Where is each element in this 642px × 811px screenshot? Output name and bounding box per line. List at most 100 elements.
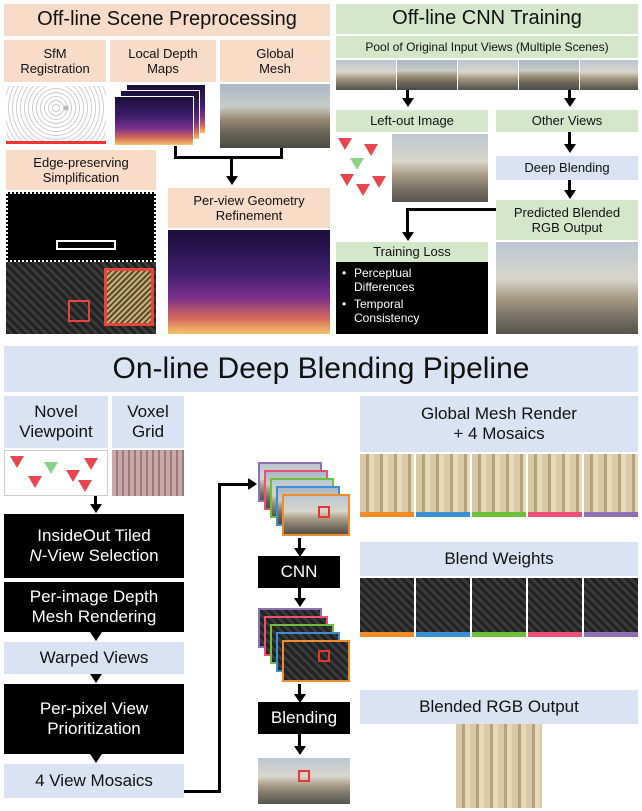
- insideout-line1: InsideOut Tiled: [37, 525, 151, 545]
- blended-output-image: [456, 724, 542, 808]
- camera-icon: [66, 470, 80, 482]
- mosaic-stripe-orange: [360, 512, 414, 517]
- left-out-camera-icon: [350, 158, 364, 170]
- arrowhead-mosaics: [90, 754, 102, 763]
- camera-icon: [338, 138, 352, 150]
- arrowhead-blending: [294, 694, 306, 703]
- arrow-to-insideout: [94, 496, 97, 506]
- arrowhead-output: [294, 746, 306, 755]
- blended-output-label: Blended RGB Output: [360, 690, 638, 724]
- arrow-to-weights: [298, 588, 301, 600]
- other-views-label: Other Views: [496, 110, 638, 132]
- mosaic-stripe-purple: [584, 512, 638, 517]
- mosaic-tile-5: [584, 454, 638, 512]
- arrow-to-deep-blending: [568, 132, 571, 146]
- edge-map-bar: [56, 240, 116, 250]
- arrow-loss-vertical: [406, 208, 409, 234]
- arrow-depth-down: [174, 146, 177, 158]
- predicted-output-image: [496, 242, 638, 334]
- loss-term: •Perceptual Differences: [342, 266, 415, 295]
- mosaic-stripe-blue: [416, 512, 470, 517]
- local-depth-maps-label: Local Depth Maps: [110, 40, 216, 82]
- view-mosaics-label: 4 View Mosaics: [4, 764, 184, 798]
- weight-stripe-purple: [584, 632, 638, 637]
- blending-block: Blending: [258, 702, 350, 734]
- arrow-to-blending: [298, 684, 301, 696]
- left-out-image-label: Left-out Image: [336, 110, 488, 132]
- insideout-line2: N-View Selection: [29, 546, 158, 566]
- cnn-block: CNN: [258, 556, 340, 588]
- sfm-registration-label: SfM Registration: [4, 40, 106, 82]
- voxel-grid-label: Voxel Grid: [112, 396, 184, 448]
- weight-tile-3: [472, 578, 526, 632]
- arrowhead-other-views: [564, 98, 576, 107]
- arrowhead-warped: [90, 632, 102, 641]
- deep-blending-label: Deep Blending: [496, 156, 638, 180]
- arrowhead-deep-blending: [564, 144, 576, 153]
- weight-tile-5: [584, 578, 638, 632]
- arrow-to-output: [298, 734, 301, 748]
- arrowhead-refinement: [226, 176, 238, 185]
- pool-of-views-label: Pool of Original Input Views (Multiple S…: [336, 36, 638, 58]
- camera-icon: [356, 184, 370, 196]
- arrow-connector-vertical: [218, 483, 221, 793]
- arrow-left-out: [406, 90, 409, 100]
- edge-simplification-label: Edge-preserving Simplification: [6, 150, 156, 190]
- arrow-loss-line: [406, 208, 496, 211]
- camera-icon: [364, 144, 378, 156]
- blend-weights-label: Blend Weights: [360, 542, 638, 576]
- mosaic-stack-5: [282, 494, 350, 536]
- input-view-2: [397, 60, 457, 90]
- camera-icon: [340, 174, 354, 186]
- weight-stripe-green: [472, 632, 526, 637]
- sfm-point-cloud-image: [6, 86, 106, 144]
- arrowhead-to-stack: [248, 478, 257, 490]
- camera-icon: [84, 458, 98, 470]
- roi-box: [318, 506, 330, 518]
- depth-render-block: Per-image Depth Mesh Rendering: [4, 582, 184, 632]
- prioritization-block: Per-pixel View Prioritization: [4, 684, 184, 754]
- training-loss-label: Training Loss: [336, 242, 488, 262]
- input-view-3: [458, 60, 518, 90]
- weight-stripe-pink: [528, 632, 582, 637]
- global-render-label: Global Mesh Render + 4 Mosaics: [360, 396, 638, 452]
- training-title: Off-line CNN Training: [336, 4, 638, 34]
- novel-camera-icon: [44, 462, 58, 474]
- arrowhead-loss: [402, 232, 414, 241]
- arrow-refinement-down: [230, 156, 233, 178]
- arrowhead-insideout: [90, 504, 102, 513]
- roi-box: [298, 770, 310, 782]
- view-selection-text: -View Selection: [41, 546, 159, 565]
- mosaic-stripe-pink: [528, 512, 582, 517]
- arrowhead-left-out: [402, 98, 414, 107]
- input-view-4: [519, 60, 579, 90]
- arrow-connector-top: [218, 483, 250, 486]
- mosaic-stripe-green: [472, 512, 526, 517]
- input-view-1: [336, 60, 396, 90]
- arrow-to-predicted: [568, 180, 571, 192]
- per-view-refinement-label: Per-view Geometry Refinement: [168, 188, 330, 228]
- weight-stripe-orange: [360, 632, 414, 637]
- zoom-inset-box: [104, 268, 154, 326]
- arrow-mesh-down: [280, 148, 283, 158]
- global-mesh-image: [220, 84, 330, 148]
- weight-stripe-blue: [416, 632, 470, 637]
- loss-terms-panel: •Perceptual Differences •Temporal Consis…: [336, 262, 488, 334]
- n-italic: N: [29, 546, 42, 565]
- voxel-grid-image: [112, 450, 184, 496]
- local-depth-map-front: [114, 96, 194, 146]
- camera-icon: [10, 456, 24, 468]
- loss-term: •Temporal Consistency: [342, 296, 420, 326]
- arrowhead-weights: [294, 598, 306, 607]
- weight-tile-4: [528, 578, 582, 632]
- mosaic-tile-2: [416, 454, 470, 512]
- left-out-image: [392, 134, 488, 202]
- global-mesh-label: Global Mesh: [220, 40, 330, 82]
- input-view-5: [580, 60, 638, 90]
- novel-viewpoint-label: Novel Viewpoint: [4, 396, 108, 448]
- mosaic-tile-3: [472, 454, 526, 512]
- camera-icon: [28, 476, 42, 488]
- camera-icon: [372, 176, 386, 188]
- arrow-merge-line: [174, 156, 283, 159]
- arrow-to-cnn: [298, 538, 301, 550]
